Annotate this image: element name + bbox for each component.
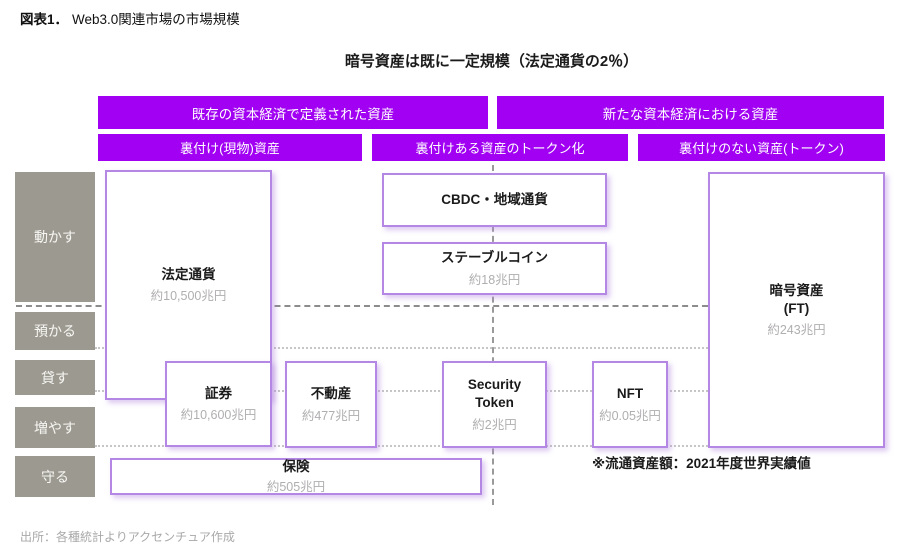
box-stablecoin-value: 約18兆円 xyxy=(468,272,521,287)
figure-subtitle: 暗号資産は既に一定規模（法定通貨の2％） xyxy=(344,53,639,70)
box-crypto-asset-ft-value: 約243兆円 xyxy=(767,323,826,338)
divider-dotted-lend xyxy=(95,390,708,392)
box-fiat-currency-value: 約10,500兆円 xyxy=(150,289,227,304)
box-cbdc-regional-currency: CBDC・地域通貨 xyxy=(382,173,607,227)
divider-dashed-vertical xyxy=(492,165,494,505)
sidebar-label-lend: 貸す xyxy=(15,360,95,395)
box-crypto-asset-ft: 暗号資産 (FT) 約243兆円 xyxy=(708,172,885,448)
box-security-token-value: 約2兆円 xyxy=(472,417,517,432)
box-real-estate-label: 不動産 xyxy=(310,386,352,402)
sidebar-label-move: 動かす xyxy=(15,172,95,302)
header-bar-new-economy: 新たな資本経済における資産 xyxy=(497,96,884,129)
source-caption: 出所：各種統計よりアクセンチュア作成 xyxy=(20,530,235,544)
box-real-estate-value: 約477兆円 xyxy=(301,408,361,423)
sidebar-label-grow: 増やす xyxy=(15,407,95,448)
header-bar-existing-economy: 既存の資本経済で定義された資産 xyxy=(98,96,488,129)
figure-title-text: Web3.0関連市場の市場規模 xyxy=(72,12,240,27)
box-insurance-label: 保険 xyxy=(282,459,310,475)
box-nft-value: 約0.05兆円 xyxy=(599,408,661,423)
footnote: ※流通資産額：2021年度世界実績値 xyxy=(592,456,811,471)
box-insurance: 保険 約505兆円 xyxy=(110,458,482,495)
subheader-unbacked-token-assets: 裏付けのない資産(トークン) xyxy=(638,134,885,161)
box-stablecoin: ステーブルコイン 約18兆円 xyxy=(382,242,607,295)
sidebar-label-protect: 守る xyxy=(15,456,95,497)
divider-dotted-grow xyxy=(95,445,708,447)
figure-title: 図表1．Web3.0関連市場の市場規模 xyxy=(20,8,240,28)
box-securities-label: 証券 xyxy=(205,385,232,401)
box-securities-value: 約10,600兆円 xyxy=(180,408,257,423)
box-stablecoin-label: ステーブルコイン xyxy=(441,250,548,266)
box-nft: NFT 約0.05兆円 xyxy=(592,361,668,448)
box-fiat-currency-label: 法定通貨 xyxy=(161,266,216,282)
box-security-token: Security Token 約2兆円 xyxy=(442,361,547,448)
divider-dashed-horizontal xyxy=(16,305,708,307)
divider-dotted-deposit xyxy=(95,347,708,349)
sidebar-label-deposit: 預かる xyxy=(15,312,95,350)
figure-number: 図表1． xyxy=(20,12,69,27)
box-real-estate: 不動産 約477兆円 xyxy=(285,361,377,448)
box-nft-label: NFT xyxy=(616,386,644,402)
subheader-tokenized-backed-assets: 裏付けある資産のトークン化 xyxy=(372,134,628,161)
box-insurance-value: 約505兆円 xyxy=(266,479,326,494)
box-crypto-asset-ft-label: 暗号資産 xyxy=(769,282,824,298)
box-security-token-label: Security Token xyxy=(467,377,522,410)
box-crypto-asset-ft-sublabel: (FT) xyxy=(783,300,810,316)
box-securities: 証券 約10,600兆円 xyxy=(165,361,272,447)
subheader-backed-physical-assets: 裏付け(現物)資産 xyxy=(98,134,362,161)
box-cbdc-regional-currency-label: CBDC・地域通貨 xyxy=(441,192,548,208)
